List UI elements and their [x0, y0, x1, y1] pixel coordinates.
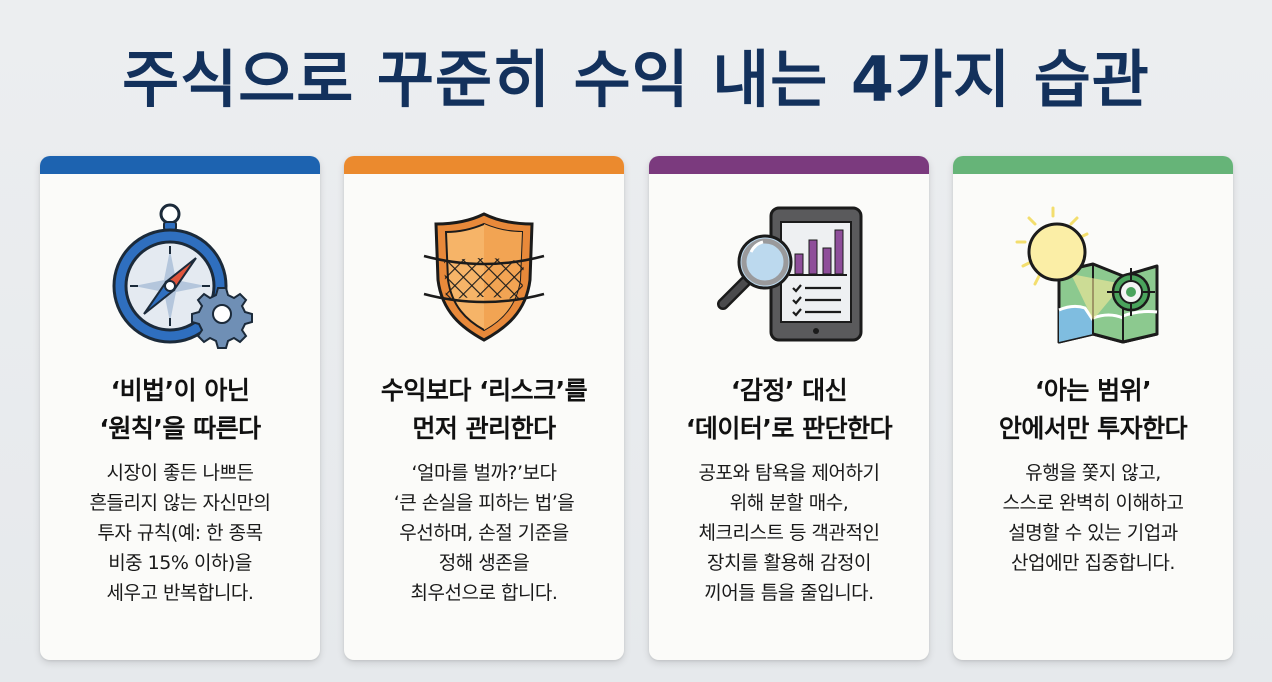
tablet-magnifier-chart-icon [717, 206, 863, 342]
card-body: 유행을 쫓지 않고, 스스로 완벽히 이해하고 설명할 수 있는 기업과 산업에… [1002, 462, 1184, 574]
card-accent-bar [953, 156, 1233, 174]
card-accent-bar [40, 156, 320, 174]
card-heading: ‘감정’ 대신 ‘데이터’로 판단한다 [685, 376, 893, 443]
habit-card-circle-of-competence: ‘아는 범위’ 안에서만 투자한다 유행을 쫓지 않고, 스스로 완벽히 이해하… [953, 156, 1233, 660]
card-accent-bar [344, 156, 624, 174]
card-accent-bar [649, 156, 929, 174]
habit-card-data: ‘감정’ 대신 ‘데이터’로 판단한다 공포와 탐욕을 제어하기 위해 분할 매… [649, 156, 929, 660]
habit-card-risk: 수익보다 ‘리스크’를 먼저 관리한다 ‘얼마를 벌까?’보다 ‘큰 손실을 피… [344, 156, 624, 660]
compass-gear-icon [112, 203, 253, 349]
sun-map-target-icon [1015, 206, 1159, 344]
card-heading: ‘비법’이 아닌 ‘원칙’을 따른다 [99, 376, 261, 443]
card-body: ‘얼마를 벌까?’보다 ‘큰 손실을 피하는 법’을 우선하며, 손절 기준을 … [393, 462, 575, 604]
card-body: 시장이 좋든 나쁘든 흔들리지 않는 자신만의 투자 규칙(예: 한 종목 비중… [89, 462, 271, 604]
card-heading: 수익보다 ‘리스크’를 먼저 관리한다 [380, 376, 588, 443]
card-body: 공포와 탐욕을 제어하기 위해 분할 매수, 체크리스트 등 객관적인 장치를 … [698, 462, 880, 604]
habit-cards: ‘비법’이 아닌 ‘원칙’을 따른다 시장이 좋든 나쁘든 흔들리지 않는 자신… [40, 156, 1234, 660]
shield-net-icon [423, 212, 545, 342]
card-heading: ‘아는 범위’ 안에서만 투자한다 [998, 376, 1188, 443]
habit-card-principles: ‘비법’이 아닌 ‘원칙’을 따른다 시장이 좋든 나쁘든 흔들리지 않는 자신… [40, 156, 320, 660]
page-title: 주식으로 꾸준히 수익 내는 4가지 습관 [122, 43, 1150, 116]
